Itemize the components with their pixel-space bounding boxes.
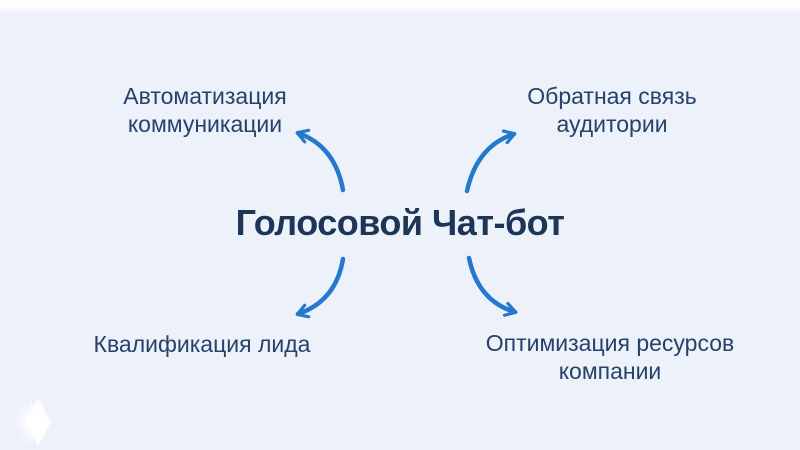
curved-arrow-bottom-left bbox=[298, 256, 346, 314]
label-automation-communication: Автоматизация коммуникации bbox=[55, 82, 355, 138]
label-line: компании bbox=[558, 358, 662, 384]
label-resource-optimization: Оптимизация ресурсов компании bbox=[460, 329, 760, 385]
curved-arrow-top-right bbox=[464, 134, 514, 194]
label-line: Оптимизация ресурсов bbox=[485, 330, 735, 356]
diagram-title: Голосовой Чат-бот bbox=[235, 202, 565, 243]
label-line: Обратная связь bbox=[527, 83, 697, 109]
curved-arrow-top-left bbox=[298, 133, 346, 193]
label-lead-qualification: Квалификация лида bbox=[52, 330, 352, 358]
label-line: аудитории bbox=[556, 111, 668, 137]
label-line: Автоматизация bbox=[123, 83, 287, 109]
curved-arrow-bottom-right bbox=[466, 255, 515, 312]
label-line: Квалификация лида bbox=[93, 331, 311, 357]
label-audience-feedback: Обратная связь аудитории bbox=[462, 82, 762, 138]
label-line: коммуникации bbox=[127, 111, 283, 137]
gem-logo-watermark bbox=[14, 398, 51, 446]
